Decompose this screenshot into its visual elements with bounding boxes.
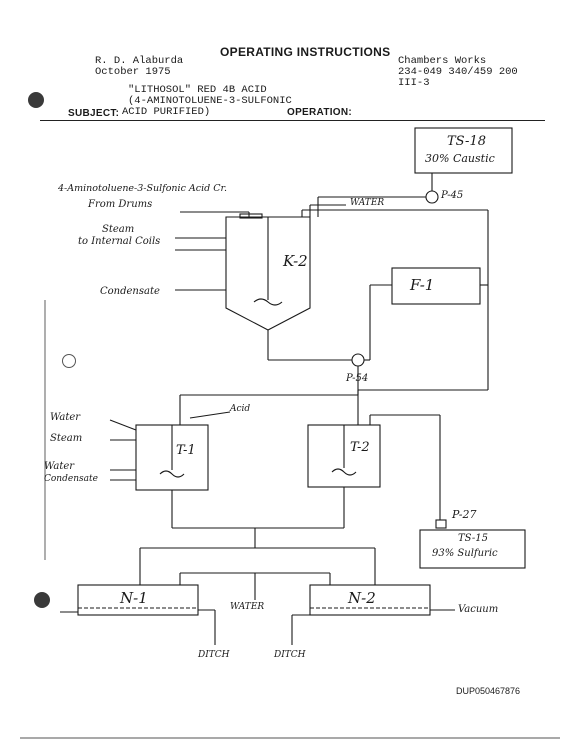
- n-2-nutsche-box: [309, 584, 431, 616]
- steam-label-line-1: Steam: [102, 224, 135, 235]
- k-2-label: K-2: [283, 252, 308, 270]
- header-rule: [40, 120, 545, 121]
- site: Chambers Works: [398, 55, 487, 67]
- p-27-label: P-27: [452, 508, 477, 521]
- ts-15-contents: 93% Sulfuric: [432, 548, 498, 559]
- document-id: DUP050467876: [456, 686, 521, 696]
- ditch-1-label: DITCH: [198, 650, 230, 660]
- p-45-label: P-45: [441, 190, 464, 201]
- ts-18-tank-box: [414, 127, 513, 174]
- product-line-2: (4-AMINOTOLUENE-3-SULFONIC: [128, 95, 292, 107]
- water-t1-label: Water: [50, 412, 81, 423]
- n-2-label: N-2: [348, 589, 376, 607]
- condensate-t1-label: Condensate: [44, 474, 98, 484]
- ts-18-contents: 30% Caustic: [425, 152, 495, 165]
- k2-agitator-blade: [253, 298, 283, 306]
- subject-label: SUBJECT:: [68, 108, 120, 119]
- steam-label-line-2: to Internal Coils: [78, 236, 161, 247]
- water-t1b-label: Water: [44, 461, 75, 472]
- ditch-2-label: DITCH: [274, 650, 306, 660]
- product-line-1: "LITHOSOL" RED 4B ACID: [128, 84, 267, 96]
- page-title: OPERATING INSTRUCTIONS: [220, 45, 391, 59]
- product-line-3: ACID PURIFIED): [122, 106, 211, 118]
- t-2-label: T-2: [350, 440, 370, 455]
- ts-15-tank-box: [419, 529, 526, 569]
- steam-t1-label: Steam: [50, 433, 83, 444]
- k-2-vessel-outline: [225, 216, 311, 331]
- p-45-pump-symbol: [425, 190, 439, 204]
- ts-15-label: TS-15: [458, 533, 488, 544]
- date: October 1975: [95, 66, 171, 78]
- section: III-3: [398, 77, 430, 89]
- t-1-label: T-1: [176, 443, 196, 458]
- f-1-label: F-1: [410, 276, 435, 294]
- feed-label-line-2: From Drums: [88, 199, 153, 210]
- feed-label-line-1: 4-Aminotoluene-3-Sulfonic Acid Cr.: [58, 183, 228, 194]
- n-1-label: N-1: [120, 589, 148, 607]
- f-1-filter-box: [391, 267, 481, 305]
- n-1-nutsche-box: [77, 584, 199, 616]
- water-top-label: WATER: [350, 198, 385, 208]
- p-54-label: P-54: [346, 373, 369, 384]
- ts-18-label: TS-18: [447, 134, 486, 149]
- punch-hole-top: [28, 92, 44, 108]
- punch-hole-middle: [62, 354, 76, 368]
- operation-label: OPERATION:: [287, 107, 353, 118]
- author: R. D. Alaburda: [95, 55, 184, 67]
- water-mid-label: WATER: [230, 602, 265, 612]
- doc-numbers: 234-049 340/459 200: [398, 66, 518, 78]
- punch-hole-bottom: [34, 592, 50, 608]
- condensate-label: Condensate: [100, 286, 160, 297]
- vacuum-label: Vacuum: [458, 604, 499, 615]
- p-54-pump-symbol: [351, 353, 365, 367]
- acid-label: Acid: [230, 404, 251, 414]
